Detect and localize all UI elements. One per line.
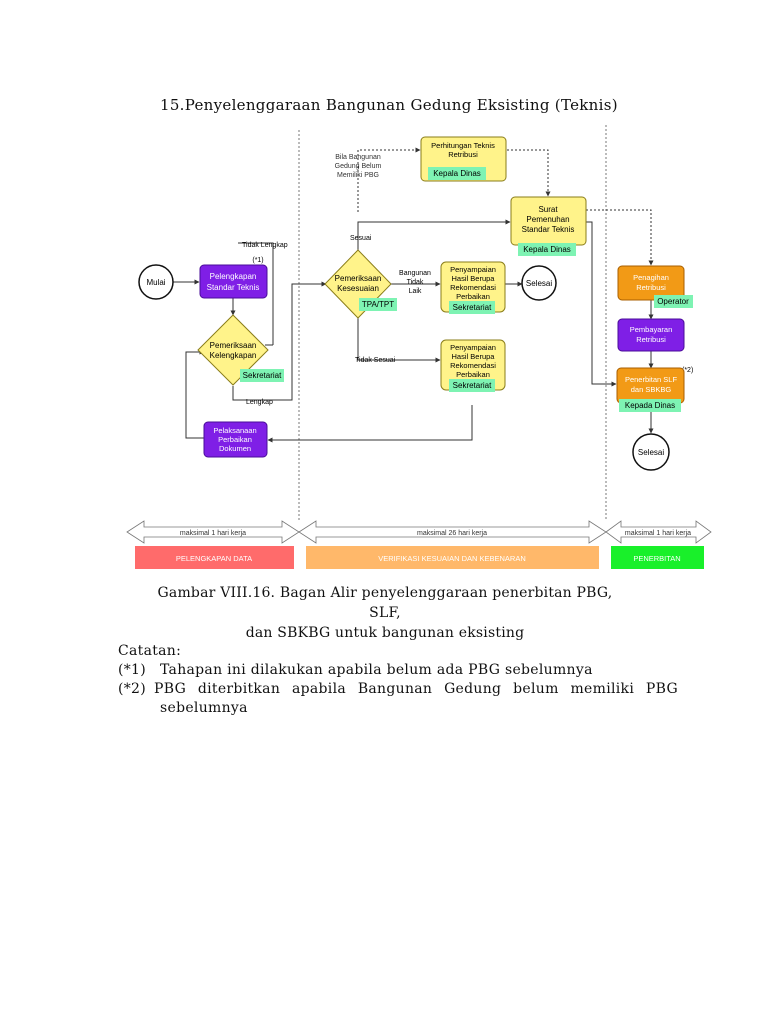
- process-label: Rekomendasi: [450, 283, 496, 292]
- process-label: Dokumen: [219, 444, 251, 453]
- notes-title: Catatan:: [118, 643, 182, 659]
- timeline-arrow: [605, 520, 712, 544]
- process-label: Penerbitan SLF: [625, 375, 678, 384]
- phase-label: PENERBITAN: [633, 554, 680, 563]
- role-tag: [449, 379, 495, 392]
- process-penagihan: [617, 265, 685, 301]
- branch-label: Bangunan: [399, 270, 431, 277]
- phase-bar-penerbitan: [611, 546, 704, 569]
- note-item: (*2) PBG diterbitkan apabila Bangunan Ge…: [118, 680, 678, 699]
- note-continuation: sebelumnya: [160, 700, 248, 716]
- role-label: Kepala Dinas: [523, 245, 571, 254]
- start-node: [138, 264, 174, 300]
- process-label: dan SBKBG: [631, 385, 672, 394]
- process-label: Pelaksanaan: [213, 426, 256, 435]
- process-label: Penyampaian: [450, 265, 496, 274]
- role-tag: [619, 399, 681, 412]
- note-marker: (*2): [682, 367, 693, 374]
- branch-label: Laik: [409, 288, 422, 295]
- branch-label: Lengkap: [246, 399, 273, 406]
- branch-label: Tidak: [407, 279, 424, 286]
- process-label: Perbaikan: [456, 292, 490, 301]
- phase-bar-verifikasi: [306, 546, 599, 569]
- process-label: Pemenuhan: [526, 215, 569, 224]
- caption-line: Gambar VIII.16. Bagan Alir penyelenggara…: [157, 585, 613, 621]
- process-label: Retribusi: [636, 283, 666, 292]
- role-tag: [518, 243, 576, 256]
- phase-label: VERIFIKASI KESUAIAN DAN KEBENARAN: [378, 554, 526, 563]
- process-label: Retribusi: [636, 335, 666, 344]
- process-pembayaran: [617, 318, 685, 352]
- branch-label: Tidak Sesuai: [355, 357, 396, 364]
- condition-label: Bila Bangunan: [335, 154, 381, 161]
- phase-bar-pelengkapan: [135, 546, 294, 569]
- decision-label: Pemeriksaan: [335, 274, 382, 283]
- decision-kelengkapan: [197, 314, 269, 386]
- process-perbaikan-dokumen: [203, 421, 268, 458]
- note-text: PBG diterbitkan apabila Bangunan Gedung …: [154, 681, 678, 697]
- process-label: Perbaikan: [456, 370, 490, 379]
- process-label: Surat: [538, 205, 558, 214]
- role-label: Kepada Dinas: [625, 401, 675, 410]
- notes-section: Catatan: (*1) Tahapan ini dilakukan apab…: [118, 642, 678, 718]
- process-label: Hasil Berupa: [452, 352, 496, 361]
- role-label: TPA/TPT: [362, 300, 394, 309]
- timeline-label: maksimal 1 hari kerja: [625, 530, 691, 537]
- timeline: [126, 520, 712, 544]
- page-heading: 15.Penyelenggaraan Bangunan Gedung Eksis…: [160, 96, 618, 114]
- process-label: Pembayaran: [630, 325, 673, 334]
- start-label: Mulai: [146, 278, 165, 287]
- decision-label: Kesesuaian: [337, 284, 379, 293]
- process-label: Retribusi: [448, 150, 478, 159]
- timeline-label: maksimal 26 hari kerja: [417, 530, 487, 537]
- figure-caption: Gambar VIII.16. Bagan Alir penyelenggara…: [150, 583, 620, 643]
- branch-label: Sesuai: [350, 235, 372, 242]
- connectors: [173, 219, 654, 443]
- role-label: Sekretariat: [453, 381, 492, 390]
- role-tag: [428, 167, 486, 180]
- role-tag: [359, 298, 397, 311]
- process-label: Standar Teknis: [207, 283, 260, 292]
- condition-label: Memiliki PBG: [337, 172, 379, 179]
- process-label: Perbaikan: [218, 435, 252, 444]
- role-tag: [449, 301, 495, 314]
- phase-label: PELENGKAPAN DATA: [176, 554, 252, 563]
- process-label: Hasil Berupa: [452, 274, 496, 283]
- end-node: [521, 265, 557, 301]
- process-lengkapi: [199, 264, 268, 299]
- timeline-label: maksimal 1 hari kerja: [180, 530, 246, 537]
- role-label: Kepala Dinas: [433, 169, 481, 178]
- process-label: Standar Teknis: [522, 225, 575, 234]
- note-tag: (*1): [118, 662, 147, 678]
- caption-line: dan SBKBG untuk bangunan eksisting: [245, 625, 525, 641]
- role-tag: [240, 369, 284, 382]
- process-label: Penagihan: [633, 273, 669, 282]
- note-marker: (*1): [252, 257, 263, 264]
- end-label: Selesai: [526, 279, 552, 288]
- note-tag: (*2): [118, 681, 147, 697]
- decision-label: Pemeriksaan: [210, 341, 257, 350]
- dashed-connectors: [357, 147, 654, 266]
- end-node: [632, 433, 670, 471]
- branch-label: Tidak Lengkap: [242, 242, 288, 249]
- decision-label: Kelengkapan: [210, 351, 257, 360]
- process-label: Pelengkapan: [210, 272, 257, 281]
- process-label: Rekomendasi: [450, 361, 496, 370]
- role-tag: [654, 295, 693, 308]
- note-text: Tahapan ini dilakukan apabila belum ada …: [160, 662, 593, 678]
- condition-label: Gedung Belum: [335, 163, 382, 170]
- end-label: Selesai: [638, 448, 664, 457]
- role-label: Operator: [657, 297, 689, 306]
- note-item: (*1) Tahapan ini dilakukan apabila belum…: [118, 661, 678, 680]
- role-label: Sekretariat: [243, 371, 282, 380]
- process-label: Penyampaian: [450, 343, 496, 352]
- role-label: Sekretariat: [453, 303, 492, 312]
- process-label: Perhitungan Teknis: [431, 141, 495, 150]
